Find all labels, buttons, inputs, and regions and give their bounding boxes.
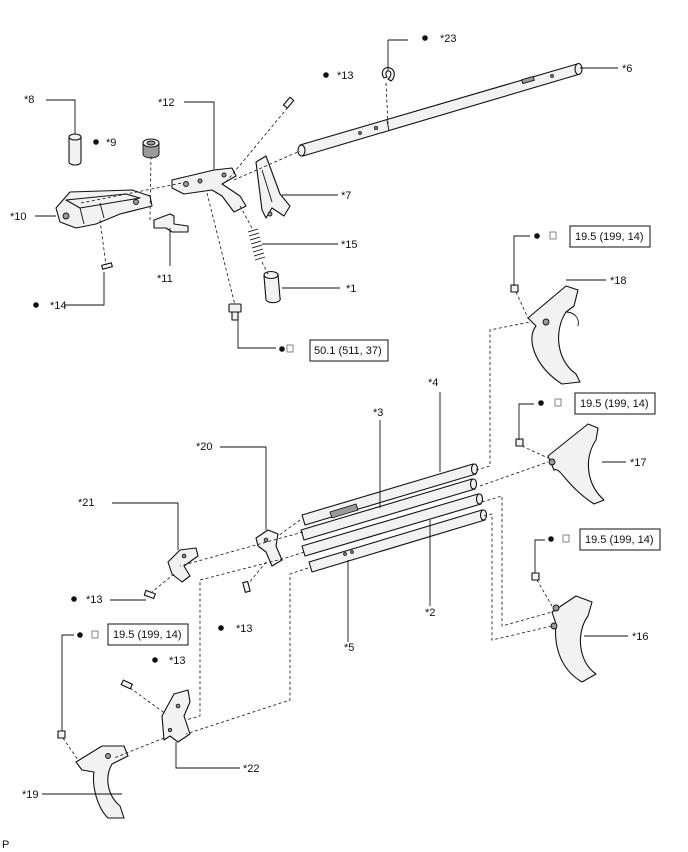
pin-part: [68, 133, 82, 166]
torque-value: 19.5 (199, 14): [575, 231, 644, 243]
callout-8: *8: [24, 94, 34, 106]
torque-value: 19.5 (199, 14): [585, 534, 654, 546]
callout-19: *19: [22, 789, 39, 801]
callout-6: *6: [622, 63, 632, 75]
bullet-marker: [218, 625, 224, 631]
callout-13-mid: *13: [236, 623, 253, 635]
snap-ring-part: [381, 67, 395, 82]
fork-shaft-3: [300, 478, 478, 541]
torque-spec-16: 19.5 (199, 14): [548, 528, 661, 551]
callout-23: *23: [440, 33, 457, 45]
bullet-marker: [152, 657, 158, 663]
bullet-marker: [323, 72, 329, 78]
torque-spec-17: 19.5 (199, 14): [538, 392, 656, 415]
torque-spec-18: 19.5 (199, 14): [534, 225, 651, 248]
lever-bracket-part: [153, 213, 189, 233]
bolt-17-part: [515, 438, 549, 459]
callout-11: *11: [157, 273, 173, 285]
callout-16: *16: [632, 631, 649, 643]
bolt-16-part: [531, 572, 553, 607]
callout-18: *18: [610, 275, 627, 287]
plunger-part: [263, 270, 281, 304]
small-pin-part: [101, 262, 113, 270]
shift-fork-18-part: [527, 285, 581, 385]
shift-inner-lever-part: [255, 155, 291, 219]
callout-9: *9: [106, 137, 116, 149]
shift-fork-19-part: [75, 745, 129, 819]
callout-17: *17: [630, 457, 647, 469]
callout-13-top: *13: [337, 70, 354, 82]
callout-4: *4: [428, 377, 438, 389]
fork-shaft-5: [308, 509, 488, 573]
shift-head-part: [171, 167, 247, 213]
callout-13-lower: *13: [169, 655, 186, 667]
shift-fork-16-part: [550, 595, 597, 683]
shift-head-22-part: [161, 689, 191, 743]
torque-spec-19: 19.5 (199, 14): [77, 623, 189, 646]
roller-part: [142, 138, 160, 159]
fork-shaft-2: [301, 493, 484, 557]
spring-part: [247, 228, 266, 261]
shift-shaft-part: [297, 62, 583, 157]
callout-3: *3: [373, 407, 383, 419]
bullet-marker: [422, 35, 428, 41]
bullet-marker: [71, 596, 77, 602]
callout-7: *7: [341, 190, 351, 202]
slotted-pin-part: [282, 96, 295, 109]
callout-10: *10: [10, 211, 27, 223]
bolt-18-part: [510, 284, 529, 319]
leader-lines: [35, 39, 628, 795]
callout-1: *1: [346, 283, 356, 295]
figure-code: P: [2, 839, 9, 851]
shift-fork-17-part: [547, 423, 605, 505]
bolt-part: [228, 303, 242, 321]
bolt-19-part: [57, 730, 79, 761]
callout-15: *15: [341, 239, 358, 251]
bullet-marker: [33, 302, 39, 308]
pin-21-part: [143, 589, 156, 600]
torque-value: 19.5 (199, 14): [113, 629, 182, 641]
torque-spec-bolt-upper: 50.1 (511, 37): [279, 339, 389, 362]
callout-22: *22: [243, 763, 260, 775]
callout-12: *12: [158, 97, 175, 109]
callout-14: *14: [50, 300, 67, 312]
callout-2: *2: [425, 607, 435, 619]
torque-value: 19.5 (199, 14): [580, 398, 649, 410]
callout-20: *20: [196, 441, 213, 453]
pin-20-part: [242, 580, 251, 593]
callout-21: *21: [78, 497, 95, 509]
callout-5: *5: [344, 642, 354, 654]
shift-head-20-part: [255, 529, 283, 567]
shift-lever-housing-part: [55, 189, 153, 229]
torque-value: 50.1 (511, 37): [314, 345, 382, 357]
shift-head-21-part: [167, 547, 199, 583]
bullet-marker: [93, 139, 99, 145]
pin-22-part: [120, 679, 133, 690]
callout-13-left: *13: [86, 594, 103, 606]
